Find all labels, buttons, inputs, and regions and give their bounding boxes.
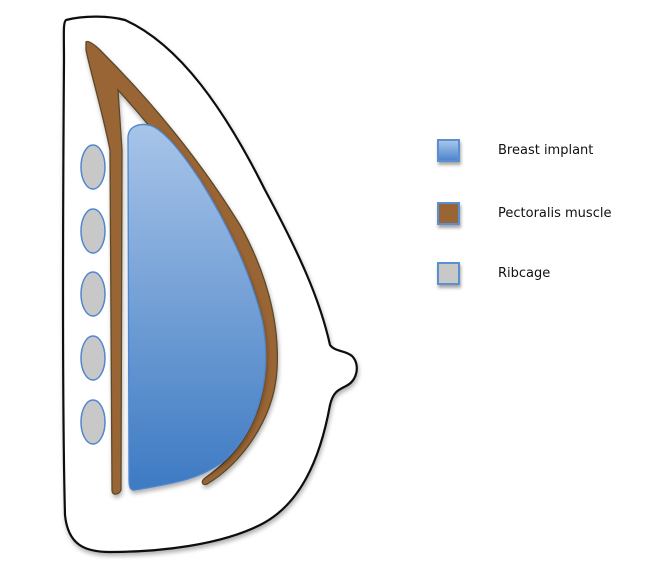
rib: [80, 208, 106, 254]
legend-item-breast-implant: Breast implant: [437, 139, 593, 162]
pectoralis-muscle: [85, 40, 279, 495]
rib: [80, 335, 106, 381]
rib: [80, 271, 106, 317]
ribcage: [80, 144, 106, 445]
legend-item-pectoralis-muscle: Pectoralis muscle: [437, 202, 611, 225]
rib: [80, 144, 106, 190]
legend-item-ribcage: Ribcage: [437, 262, 550, 285]
rib: [80, 399, 106, 445]
legend-label: Ribcage: [498, 266, 551, 281]
breast-implant-swatch: [437, 139, 460, 162]
legend-label: Breast implant: [498, 143, 594, 158]
ribcage-swatch: [437, 262, 460, 285]
pectoralis-muscle-swatch: [437, 202, 460, 225]
legend-label: Pectoralis muscle: [498, 206, 612, 221]
breast-implant: [127, 123, 267, 491]
